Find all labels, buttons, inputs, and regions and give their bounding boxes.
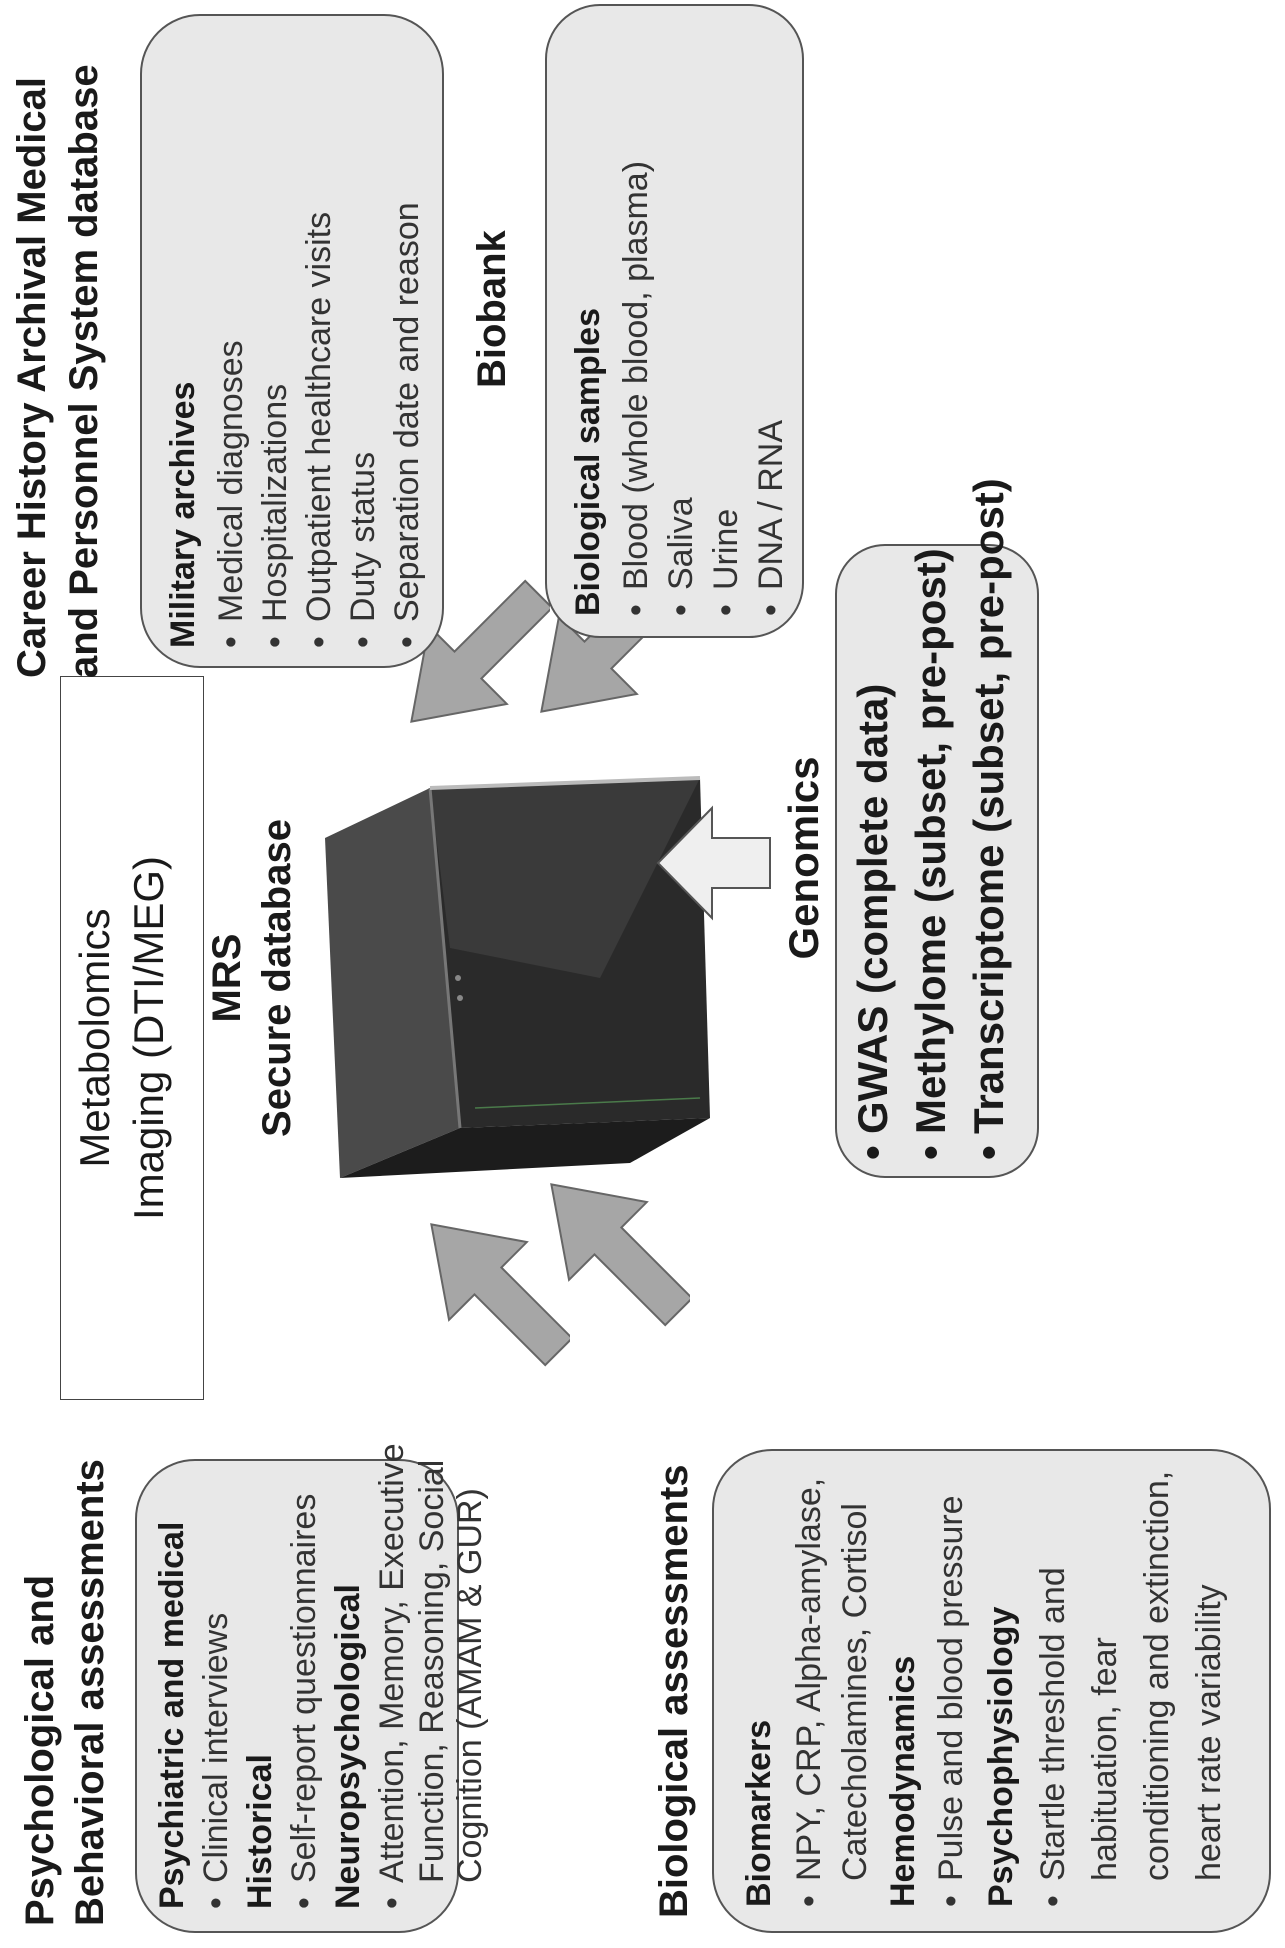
bio-sec1-line: Catecholamines, Cortisol [836,1503,874,1881]
imaging-line1: Metabolomics [71,908,118,1168]
biobank-item: •DNA / RNA [752,419,790,616]
bullet: • [707,604,745,616]
bullet: • [617,604,655,616]
career-item: •Duty status [344,451,382,648]
bio-title: Biological assessments [652,1464,696,1918]
bio-sec3-line: habituation, fear [1086,1637,1124,1881]
bio-sec3-title: Psychophysiology [982,1606,1020,1907]
bullet: • [907,1145,954,1160]
bullet: • [662,604,700,616]
genomics-item: •GWAS (complete data) [849,683,896,1160]
bio-sec1-title: Biomarkers [740,1719,778,1907]
arrow-from-bio [550,1183,690,1327]
imaging-line2: Imaging (DTI/MEG) [125,855,172,1221]
bio-sec3-line: heart rate variability [1190,1584,1228,1881]
bio-sec2-item: •Pulse and blood pressure [932,1495,970,1907]
genomics-box: •GWAS (complete data) •Methylome (subset… [835,478,1039,1178]
psych-sec3-line: Function, Reasoning, Social [413,1459,451,1883]
bullet: • [212,636,250,648]
biobank-sec-title: Biological samples [569,308,607,616]
arrow-from-career [410,579,550,723]
genomics-item: •Transcriptome (subset, pre-post) [965,478,1012,1160]
psych-title-line2: Behavioral assessments [68,1459,112,1926]
career-sec-title: Military archives [164,381,202,648]
psych-sec1-title: Psychiatric and medical [153,1521,191,1909]
bio-sec3-line: •Startle threshold and [1034,1567,1072,1907]
career-item: •Hospitalizations [256,383,294,648]
psych-box: Psychiatric and medical •Clinical interv… [135,1443,489,1933]
biobank-item: •Saliva [662,497,700,616]
psych-sec2-item: •Self-report questionnaires [285,1493,323,1909]
database-server-icon [325,776,710,1178]
biobank-item: •Urine [707,508,745,616]
bullet: • [344,636,382,648]
bullet: • [752,604,790,616]
career-item: •Separation date and reason [388,202,426,648]
center-line2: Secure database [255,819,299,1137]
bio-box: Biomarkers •NPY, CRP, Alpha-amylase, Cat… [712,1449,1271,1933]
psych-sec3-title: Neuropsychological [329,1584,367,1909]
career-box: Military archives •Medical diagnoses •Ho… [140,14,444,668]
bullet: • [285,1897,323,1909]
psych-sec3-line: •Attention, Memory, Executive [373,1443,411,1909]
bullet: • [965,1145,1012,1160]
bio-sec3-line: conditioning and extinction, [1138,1470,1176,1881]
biobank-box: Biological samples •Blood (whole blood, … [545,4,804,638]
bullet: • [373,1897,411,1909]
career-item: •Outpatient healthcare visits [300,211,338,648]
bullet: • [932,1895,970,1907]
biobank-item: •Blood (whole blood, plasma) [617,160,655,616]
bullet: • [256,636,294,648]
bullet: • [1034,1895,1072,1907]
career-item: •Medical diagnoses [212,340,250,648]
bio-sec1-line: •NPY, CRP, Alpha-amylase, [790,1477,828,1907]
career-title-line1: Career History Archival Medical [10,77,54,678]
arrow-from-genomics [656,805,771,921]
arrow-from-psych [430,1223,570,1367]
bullet: • [197,1897,235,1909]
imaging-box: Metabolomics Imaging (DTI/MEG) [60,676,204,1400]
psych-title-line1: Psychological and [18,1574,62,1926]
bullet: • [849,1145,896,1160]
genomics-title: Genomics [780,756,827,960]
bio-sec2-title: Hemodynamics [884,1655,922,1907]
center-line1: MRS [205,933,249,1023]
bullet: • [388,636,426,648]
biobank-title: Biobank [470,230,514,388]
genomics-item: •Methylome (subset, pre-post) [907,548,954,1160]
psych-sec3-line: Cognition (AMAM & GUR) [451,1488,489,1883]
bullet: • [300,636,338,648]
psych-sec1-item: •Clinical interviews [197,1612,235,1909]
psych-sec2-title: Historical [241,1754,279,1909]
bullet: • [790,1895,828,1907]
career-title-line2: and Personnel System database [62,64,106,678]
